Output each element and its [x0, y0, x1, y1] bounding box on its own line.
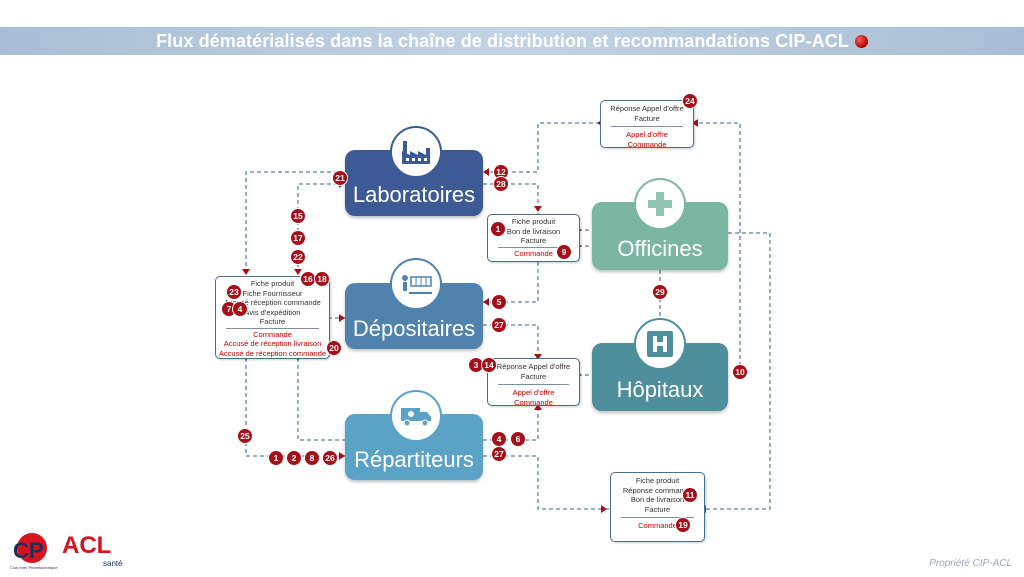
doc-left: Fiche produit Fiche Fournisseur Accusé r… [215, 276, 330, 359]
connector-dep-officine-doc [483, 260, 539, 303]
step-badge: 4 [492, 432, 506, 446]
footer-copyright: Propriété CIP-ACL [929, 558, 1012, 569]
logo-subtext: santé [103, 559, 123, 568]
step-badge: 25 [238, 429, 252, 443]
connector-left-rep-inner [297, 358, 345, 441]
truck-icon [390, 390, 442, 442]
connector-lab-top [483, 122, 600, 173]
hospital-icon-graphic [647, 331, 673, 357]
step-badge: 19 [676, 518, 690, 532]
pharmacy-cross-icon-graphic [648, 192, 672, 216]
step-badge: 10 [733, 365, 747, 379]
connector-lab-officine-doc [483, 183, 539, 215]
step-badge: 23 [227, 285, 241, 299]
step-badge: 5 [492, 295, 506, 309]
step-badge: 22 [291, 250, 305, 264]
step-badge: 3 [469, 358, 483, 372]
step-badge: 4 [233, 302, 247, 316]
doc-officine: Fiche produit Bon de livraison Facture C… [487, 214, 580, 262]
logo-tagline: Club Inter Pharmaceutique [10, 565, 58, 570]
logo-mark-icon: CP [13, 533, 47, 563]
step-badge: 16 [301, 272, 315, 286]
step-badge: 29 [653, 285, 667, 299]
page-title: Flux dématérialisés dans la chaîne de di… [0, 31, 1024, 52]
step-badge: 18 [315, 272, 329, 286]
connector-lab-left-outer [245, 171, 345, 278]
step-badge: 17 [291, 231, 305, 245]
step-badge: 20 [327, 341, 341, 355]
connector-officine-bottom [703, 232, 771, 510]
doc-hopital: Réponse Appel d'offre Facture Appel d'of… [487, 358, 580, 407]
step-badge: 12 [494, 165, 508, 179]
step-badge: 27 [492, 447, 506, 461]
step-badge: 1 [491, 222, 505, 236]
step-badge: 9 [557, 245, 571, 259]
step-badge: 26 [323, 451, 337, 465]
connector-dep-hopital-doc [483, 324, 539, 357]
pharmacy-cross-icon [634, 178, 686, 230]
doc-appel-offre-top: Réponse Appel d'offre Facture Appel d'of… [600, 100, 694, 149]
title-dot-icon [854, 35, 868, 48]
connector-rep-bottom [483, 455, 610, 510]
title-bar: Flux dématérialisés dans la chaîne de di… [0, 27, 1024, 55]
factory-icon [390, 126, 442, 178]
warehouse-icon-graphic [402, 275, 432, 294]
truck-icon-graphic [401, 408, 431, 427]
step-badge: 7 [222, 302, 236, 316]
factory-icon-graphic [402, 141, 430, 164]
warehouse-icon [390, 258, 442, 310]
connector-left-rep-outer [245, 358, 345, 457]
connector-rep-hopital-doc [483, 404, 539, 441]
step-badge: 1 [269, 451, 283, 465]
step-badge: 14 [482, 358, 496, 372]
step-badge: 8 [305, 451, 319, 465]
step-badge: 28 [494, 177, 508, 191]
logo-text: ACL [62, 532, 112, 559]
cip-acl-logo: CP ACL santé Club Inter Pharmaceutique [8, 532, 128, 572]
step-badge: 15 [291, 209, 305, 223]
step-badge: 11 [683, 488, 697, 502]
doc-bottom: Fiche produit Réponse commande Bon de li… [610, 472, 705, 542]
svg-text:CP: CP [13, 538, 44, 563]
step-badge: 27 [492, 318, 506, 332]
step-badge: 21 [333, 171, 347, 185]
connector-top-hopital [692, 122, 741, 372]
step-badge: 2 [287, 451, 301, 465]
step-badge: 6 [511, 432, 525, 446]
hospital-icon [634, 318, 686, 370]
connector-lab-left-inner [297, 183, 345, 278]
step-badge: 24 [683, 94, 697, 108]
